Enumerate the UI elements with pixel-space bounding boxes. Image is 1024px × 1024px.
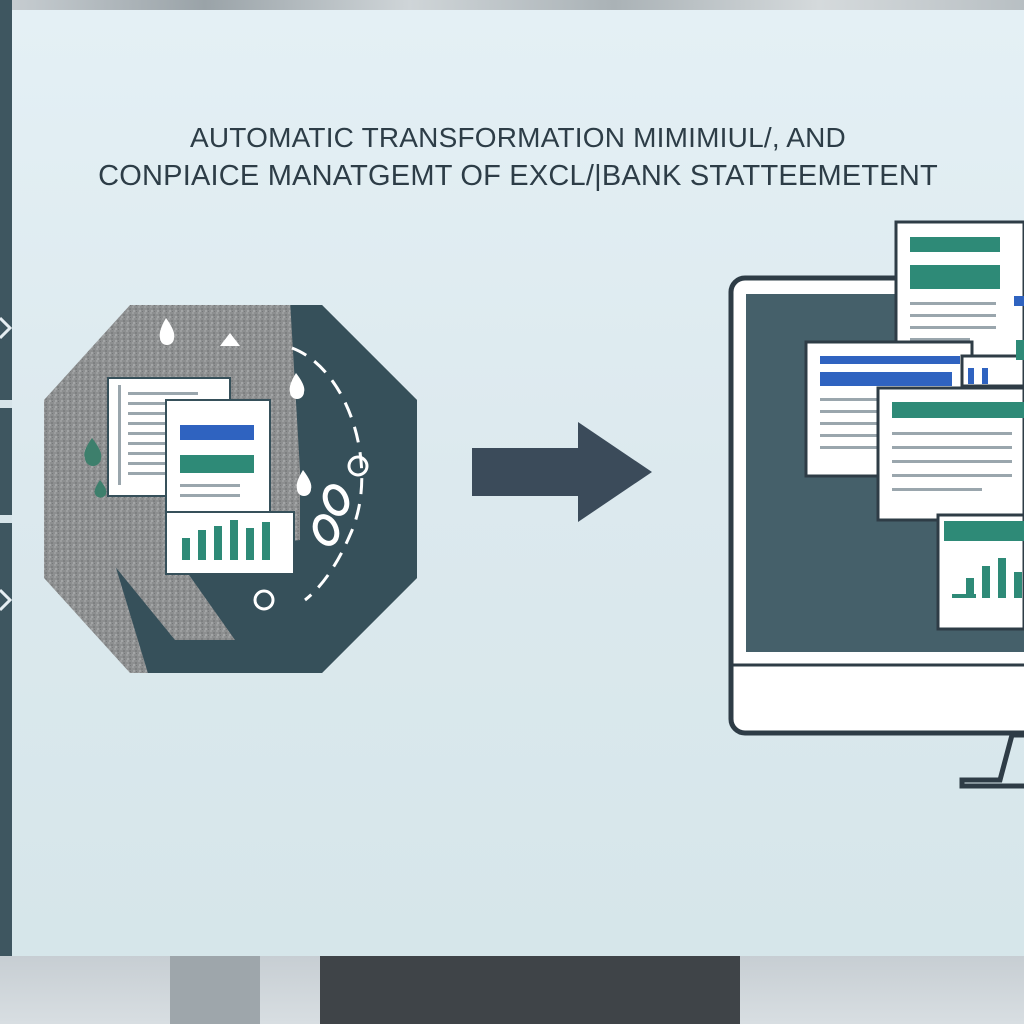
bar-chart-card-icon xyxy=(165,511,295,575)
report-document-icon xyxy=(894,220,1024,358)
teal-tab-marker xyxy=(1016,340,1024,360)
link-icon xyxy=(312,484,350,546)
transformation-graphic xyxy=(44,305,417,673)
spreadsheet-document-icon xyxy=(960,354,1024,388)
droplet-icon xyxy=(94,480,107,498)
bar-chart-card-icon xyxy=(936,513,1024,631)
title-line-2: CONPIAICE MANATGEMT OF EXCL/|BANK STATTE… xyxy=(98,160,938,192)
node-circle-icon xyxy=(253,589,275,611)
droplet-icon xyxy=(296,470,312,496)
summary-document-icon xyxy=(876,386,1024,522)
rail-gap xyxy=(0,400,12,408)
title-line-1: AUTOMATIC TRANSFORMATION MIMIMIUL/, AND xyxy=(190,122,846,153)
chair-silhouette xyxy=(320,956,740,1024)
node-circle-icon xyxy=(347,455,369,477)
blue-tab-marker xyxy=(1014,296,1024,306)
bank-statement-document-icon xyxy=(165,399,271,513)
rail-gap xyxy=(0,515,12,523)
droplet-icon xyxy=(289,373,305,399)
rail-chevron-icon xyxy=(0,588,13,612)
droplet-icon xyxy=(159,318,175,345)
rail-chevron-icon xyxy=(0,316,13,340)
droplet-icon xyxy=(84,438,102,466)
arrow-right-icon xyxy=(472,422,652,522)
triangle-icon xyxy=(220,333,240,346)
top-background-strip xyxy=(0,0,1024,10)
floor-shadow-left xyxy=(170,956,260,1024)
left-rail xyxy=(0,0,12,1024)
